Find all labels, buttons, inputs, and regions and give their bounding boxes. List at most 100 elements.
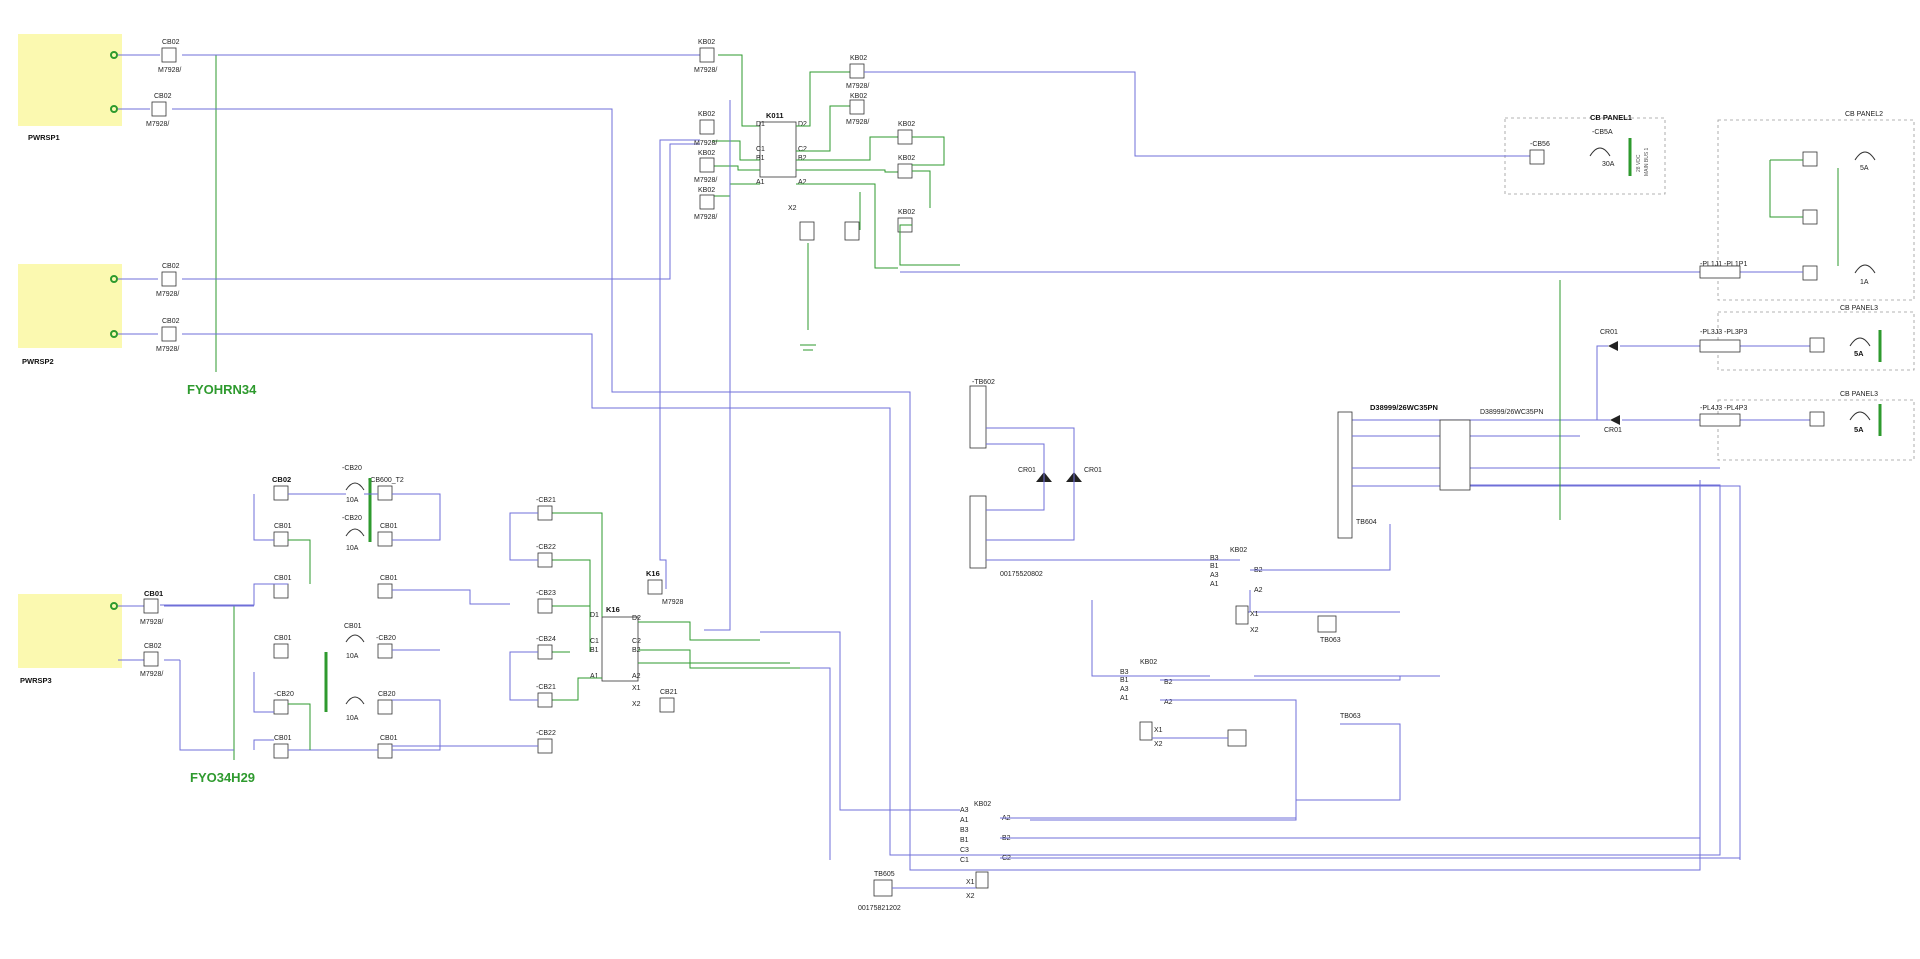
label-kb02-mid-2: KB02: [1140, 659, 1157, 666]
cb20-grid-r5[interactable]: [377, 699, 393, 715]
power-supply-2[interactable]: [18, 264, 122, 348]
tb602-lower-block[interactable]: [969, 495, 987, 569]
label-m7928-5: M7928/: [694, 177, 717, 184]
label-m7928-4: M7928/: [694, 140, 717, 147]
conn-d38999-strip[interactable]: [1337, 411, 1353, 539]
label-tb063-1: TB063: [1320, 637, 1341, 644]
cb22-col-b[interactable]: [537, 738, 553, 754]
comp-kb02-4[interactable]: [699, 119, 715, 135]
wire-cb-column: [392, 512, 538, 747]
label-grid-2: CB01: [274, 523, 292, 530]
cb02-grid-1[interactable]: [273, 485, 289, 501]
comp-kb02-5[interactable]: [699, 157, 715, 173]
wire-k011-out: [796, 71, 898, 269]
comp-panel2-kb02-3[interactable]: [1802, 265, 1818, 281]
comp-k16-coil[interactable]: [647, 579, 663, 595]
cb01-grid-r3[interactable]: [377, 583, 393, 599]
breaker-panel3-lower[interactable]: [1849, 411, 1871, 421]
breaker-cb20-4[interactable]: [345, 696, 365, 705]
label-m7928-psu3b: M7928/: [140, 671, 163, 678]
breaker-cb20-2[interactable]: [345, 528, 365, 537]
power-supply-1[interactable]: [18, 34, 122, 126]
cb21-col[interactable]: [537, 505, 553, 521]
label-tb605: TB605: [874, 871, 895, 878]
cb01-grid-6[interactable]: [273, 743, 289, 759]
conn-pl1[interactable]: [1699, 265, 1741, 279]
conn-d389-cell[interactable]: [1439, 419, 1471, 491]
label-grid-5: -CB20: [274, 691, 294, 698]
cb22-col[interactable]: [537, 552, 553, 568]
wire-k16-out: [659, 100, 960, 860]
cb01-grid-2[interactable]: [273, 531, 289, 547]
tb063-1[interactable]: [1317, 615, 1337, 633]
cb21-col-b[interactable]: [537, 692, 553, 708]
wire-psu3: [118, 605, 254, 661]
power-supply-3[interactable]: [18, 594, 122, 668]
comp-cb02-c[interactable]: [161, 271, 177, 287]
relay-k16-label: K16: [606, 605, 620, 614]
breaker-panel3-upper[interactable]: [1849, 337, 1871, 347]
breaker-panel2-2[interactable]: [1854, 264, 1876, 274]
label-grid-r6: CB01: [380, 735, 398, 742]
pin-d2: D2: [798, 121, 807, 128]
cb02-psu3[interactable]: [143, 651, 159, 667]
breaker-cb5a[interactable]: [1589, 147, 1611, 157]
label-cb24-col: -CB24: [536, 636, 556, 643]
relay-x1-1[interactable]: [1235, 605, 1249, 625]
comp-panel3-upper-kb[interactable]: [1809, 337, 1825, 353]
tb605-block[interactable]: [873, 879, 893, 897]
comp-x2[interactable]: [844, 221, 860, 241]
diode-cr01-lower: [1610, 415, 1620, 425]
breaker-panel2-1[interactable]: [1854, 151, 1876, 161]
relay-x1-2[interactable]: [1139, 721, 1153, 741]
conn-pl4[interactable]: [1699, 413, 1741, 427]
cb01-grid-4[interactable]: [273, 643, 289, 659]
relay-k011[interactable]: K011 D1 D2 C1 C2 B1 B2 A1 A2 X2: [756, 111, 807, 212]
comp-kb02-2[interactable]: [849, 63, 865, 79]
conn-pl3[interactable]: [1699, 339, 1741, 353]
pin-a1: A1: [756, 179, 765, 186]
pin-x1-b: X1: [966, 879, 975, 886]
cb600-grid[interactable]: [377, 485, 393, 501]
cb01-grid-r6[interactable]: [377, 743, 393, 759]
comp-cb21-k16[interactable]: [659, 697, 675, 713]
label-tb604: TB604: [1356, 519, 1377, 526]
cb20-grid-5[interactable]: [273, 699, 289, 715]
tb063-2[interactable]: [1227, 729, 1247, 747]
breaker-cb01-3[interactable]: [345, 634, 365, 643]
comp-cb02-b[interactable]: [151, 101, 167, 117]
cb01-grid-r2[interactable]: [377, 531, 393, 547]
cb01-grid-3[interactable]: [273, 583, 289, 599]
comp-panel2-kb02-1[interactable]: [1802, 151, 1818, 167]
breaker-cb20-1[interactable]: [345, 482, 365, 491]
cb-panel-3-lower-title: CB PANEL3: [1840, 391, 1878, 398]
relay-k16[interactable]: K16 D1 D2 C1 C2 B1 B2 A1 A2 X1 X2: [590, 605, 641, 708]
cb24-col[interactable]: [537, 644, 553, 660]
cb20-grid-r4[interactable]: [377, 643, 393, 659]
label-pl4p3: -PL4P3: [1724, 405, 1747, 412]
wire-psu2-b: [118, 333, 1721, 856]
label-10a-3: 10A: [346, 653, 359, 660]
comp-kb02-7[interactable]: [897, 129, 913, 145]
psu2-label: PWRSP2: [22, 357, 54, 366]
comp-kb02-6[interactable]: [699, 194, 715, 210]
bus-label-top: FYOHRN34: [187, 382, 257, 397]
comp-kb02-8[interactable]: [897, 163, 913, 179]
cb23-col[interactable]: [537, 598, 553, 614]
tb602-block[interactable]: [969, 385, 987, 449]
comp-kb02-3[interactable]: [849, 99, 865, 115]
label-cr01-b: CR01: [1084, 467, 1102, 474]
comp-panel3-lower-kb[interactable]: [1809, 411, 1825, 427]
wire-grid: [160, 493, 510, 751]
label-kb02-4: KB02: [698, 111, 715, 118]
label-kb02-1: KB02: [698, 39, 715, 46]
comp-kb02-1[interactable]: [699, 47, 715, 63]
relay-bottom-coil[interactable]: [975, 871, 989, 889]
comp-cb02-a[interactable]: [161, 47, 177, 63]
comp-cb02-d[interactable]: [161, 326, 177, 342]
cb01-psu3[interactable]: [143, 598, 159, 614]
pin-b3-1: B3: [1210, 555, 1219, 562]
comp-x1[interactable]: [799, 221, 815, 241]
comp-panel2-kb02-2[interactable]: [1802, 209, 1818, 225]
comp-cb56[interactable]: [1529, 149, 1545, 165]
